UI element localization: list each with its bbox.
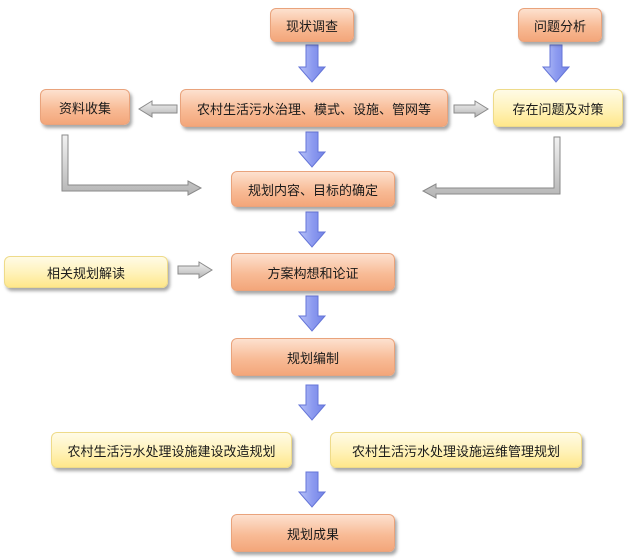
related-plans-box: 相关规划解读 bbox=[4, 256, 168, 288]
data-collection-box: 资料收集 bbox=[40, 89, 130, 125]
arrow-governance-to-problems bbox=[453, 100, 489, 118]
governance-box: 农村生活污水治理、模式、设施、管网等 bbox=[180, 89, 448, 127]
result-box: 规划成果 bbox=[231, 514, 395, 552]
arrow-related-to-scheme bbox=[177, 261, 213, 279]
arrow-analysis-to-problems bbox=[541, 44, 571, 83]
arrow-content-to-scheme bbox=[297, 211, 327, 248]
arrow-governance-to-data-collection bbox=[138, 100, 178, 118]
problems-box: 存在问题及对策 bbox=[493, 89, 623, 127]
compile-box: 规划编制 bbox=[231, 338, 395, 376]
construction-plan-box: 农村生活污水处理设施建设改造规划 bbox=[51, 432, 292, 468]
scheme-box: 方案构想和论证 bbox=[231, 253, 395, 291]
arrow-compile-to-plans bbox=[297, 384, 327, 421]
content-box: 规划内容、目标的确定 bbox=[231, 171, 395, 207]
arrow-data-collection-to-content bbox=[61, 134, 203, 196]
arrow-survey-to-governance bbox=[297, 44, 327, 83]
arrow-problems-to-content bbox=[421, 136, 561, 199]
arrow-scheme-to-compile bbox=[297, 295, 327, 332]
operation-plan-box: 农村生活污水处理设施运维管理规划 bbox=[330, 432, 582, 468]
survey-box: 现状调查 bbox=[270, 8, 354, 42]
arrow-governance-to-content bbox=[297, 131, 327, 168]
arrow-plans-to-result bbox=[297, 471, 327, 508]
analysis-box: 问题分析 bbox=[518, 8, 602, 42]
